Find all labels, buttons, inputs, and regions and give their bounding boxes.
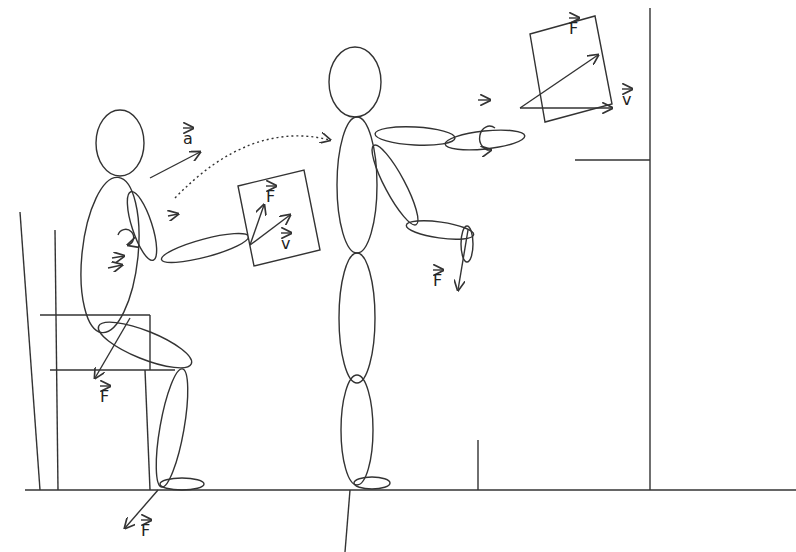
- force-label: F: [100, 388, 109, 406]
- force-label: F: [433, 272, 442, 290]
- force-label: F: [266, 188, 275, 206]
- acceleration-label: a: [183, 130, 193, 148]
- velocity-label: v: [622, 91, 631, 109]
- force-label: F: [141, 522, 150, 540]
- velocity-label: v: [281, 235, 290, 253]
- force-label: F: [569, 20, 578, 38]
